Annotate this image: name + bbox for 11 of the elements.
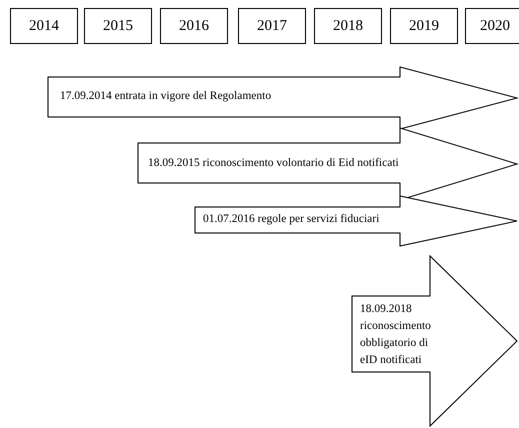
year-label: 2015 xyxy=(84,8,152,44)
year-label: 2016 xyxy=(160,8,228,44)
year-label: 2019 xyxy=(390,8,458,44)
event-text: 18.09.2018 riconoscimento obbligatorio di eID notificati xyxy=(360,302,432,368)
year-label: 2018 xyxy=(314,8,382,44)
year-label: 2014 xyxy=(10,8,78,44)
event-text: 18.09.2015 riconoscimento volontario di Eid notificati xyxy=(148,156,400,171)
event-text: 17.09.2014 entrata in vigore del Regolamento xyxy=(60,89,272,104)
year-label: 2017 xyxy=(238,8,306,44)
year-label: 2020 xyxy=(465,8,519,44)
event-text: 01.07.2016 regole per servizi fiduciari xyxy=(203,212,380,227)
